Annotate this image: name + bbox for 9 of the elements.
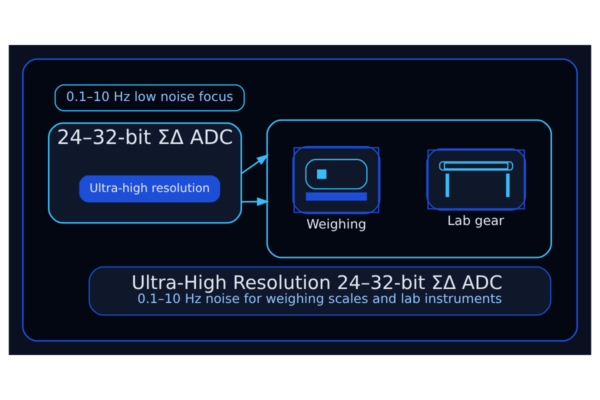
arrow — [240, 154, 269, 174]
node-box: Ultra-high resolution — [79, 175, 220, 202]
node-label: Weighing — [306, 218, 366, 233]
node-label: Lab gear — [447, 214, 504, 230]
node-box: 0.1–10 Hz low noise focus — [54, 84, 245, 112]
node-box: Ultra-High Resolution 24–32-bit ΣΔ ADC 0.1–10 Hz noise for weighing scales and lab instruments — [88, 266, 552, 316]
cluster — [22, 58, 578, 342]
cluster — [266, 119, 552, 258]
arrow — [241, 197, 270, 206]
